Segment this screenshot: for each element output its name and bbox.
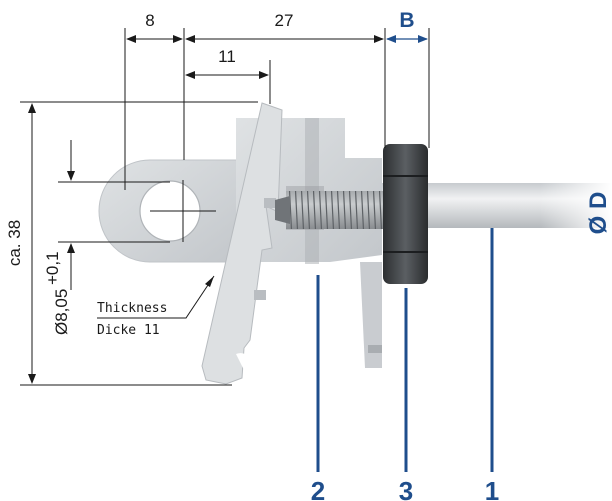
thickness-label-en: Thickness [97,301,167,316]
bore-tolerance-label: +0,1 [43,251,62,285]
rod-diameter-label: Ø D [585,192,612,235]
dimension-11-label: 11 [218,47,236,66]
dimension-11: 11 [185,47,271,104]
part-number-1: 1 [485,476,499,501]
thickness-label-de: Dicke 11 [97,323,160,338]
dimension-27-label: 27 [275,11,294,30]
part-callout-1: 1 [485,228,499,501]
dimension-bore: Ø8,05 +0,1 [43,140,170,335]
threaded-bolt [275,191,386,229]
dimension-38-label: ca. 38 [5,220,24,266]
thickness-callout: Thickness Dicke 11 [97,275,215,338]
dimension-B: B [386,9,430,148]
dimension-8-label: 8 [145,11,154,30]
dimension-38: ca. 38 [5,101,258,386]
part-number-3: 3 [399,476,413,501]
dimension-27: 27 [185,11,386,148]
latch-plate [201,102,283,385]
part-number-2: 2 [311,476,325,501]
nut-part [383,144,428,284]
hole-centerlines [150,180,216,242]
bore-diameter-label: Ø8,05 [52,289,71,335]
part-callout-2: 2 [311,275,325,501]
dimension-8: 8 [124,11,185,190]
part-callout-3: 3 [399,288,413,501]
dimension-B-label: B [399,9,414,32]
